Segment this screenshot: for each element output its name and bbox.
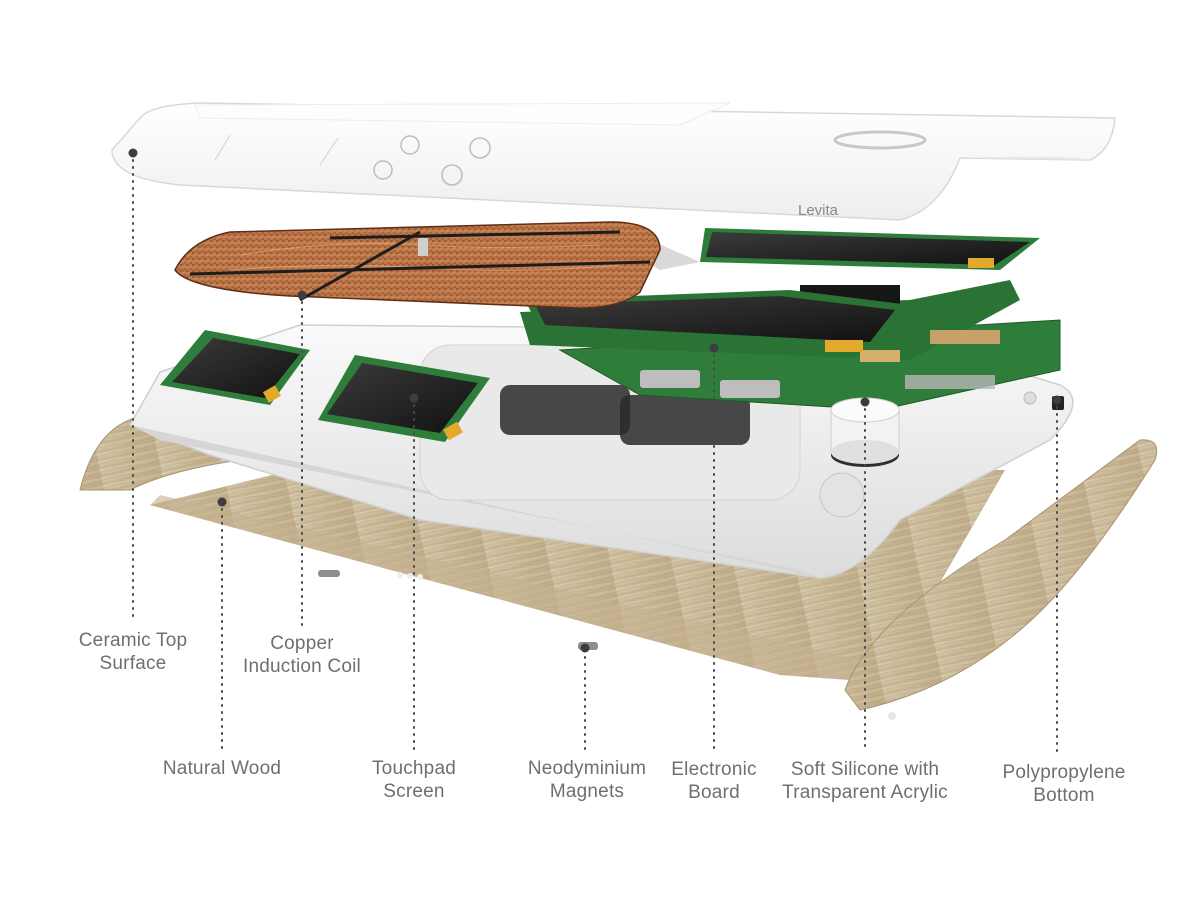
- label-neodyminium-magnets: Neodyminium Magnets: [507, 757, 667, 803]
- label-line: Ceramic Top: [78, 630, 188, 651]
- label-line: Surface: [99, 653, 167, 674]
- upper-display-board: [646, 228, 1040, 270]
- label-line: Natural Wood: [162, 758, 282, 779]
- label-copper-induction-coil: Copper Induction Coil: [222, 632, 382, 678]
- label-soft-silicone: Soft Silicone with Transparent Acrylic: [770, 758, 960, 804]
- middle-display: [525, 290, 910, 352]
- label-line: Board: [688, 782, 740, 803]
- label-line: Screen: [383, 781, 445, 802]
- label-line: Bottom: [1033, 785, 1095, 806]
- label-natural-wood: Natural Wood: [142, 757, 302, 780]
- label-line: Copper: [270, 633, 334, 654]
- label-line: Electronic: [671, 759, 757, 780]
- label-touchpad-screen: Touchpad Screen: [344, 757, 484, 803]
- touchpad-screens: [160, 330, 490, 442]
- ceramic-top-surface: Levita: [111, 102, 1116, 221]
- label-electronic-board: Electronic Board: [644, 758, 784, 804]
- brand-logo: Levita: [798, 202, 839, 219]
- copper-induction-coil: [174, 221, 661, 309]
- label-polypropylene-bottom: Polypropylene Bottom: [987, 761, 1141, 807]
- label-line: Induction Coil: [243, 656, 361, 677]
- label-ceramic-top-surface: Ceramic Top Surface: [63, 629, 203, 675]
- leader-lines: [132, 152, 1058, 753]
- leader-dots: [128, 148, 1062, 653]
- label-line: Touchpad: [371, 758, 456, 779]
- right-wood-rail: [844, 439, 1158, 720]
- label-line: Soft Silicone with: [790, 759, 940, 780]
- label-line: Polypropylene: [1002, 762, 1126, 783]
- label-line: Transparent Acrylic: [782, 782, 948, 803]
- label-line: Neodyminium: [527, 758, 647, 779]
- label-line: Magnets: [549, 781, 625, 802]
